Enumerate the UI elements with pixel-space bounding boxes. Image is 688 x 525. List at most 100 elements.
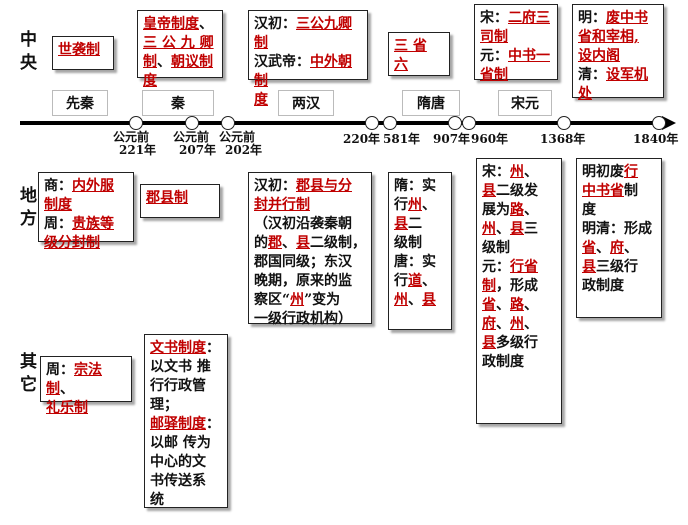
local-songyuan-g: 路 <box>510 202 524 218</box>
local-suitang-k: 、 <box>422 273 436 289</box>
local-qin-box: 郡县制 <box>140 184 220 218</box>
central-songyuan-a: 宋： <box>480 10 508 26</box>
local-suitang-h: 唐：实 <box>394 254 436 270</box>
local-mingqing-k: 县 <box>582 259 596 275</box>
central-songyuan-f: 省制 <box>480 67 508 83</box>
central-han-a: 汉初： <box>254 16 296 32</box>
other-qin-i: 中心的文 <box>150 454 206 470</box>
central-qin-c: 三 公 九 卿 <box>143 35 214 51</box>
local-suitang-box: 隋：实 行州、 县二 级制 唐：实 行道、 州、县 <box>388 172 452 330</box>
local-preqin-d: 周： <box>44 216 72 232</box>
local-han-i: 二级制， <box>310 235 366 251</box>
central-qin-box: 皇帝制度、 三 公 九 卿 制、朝议制 度 <box>137 10 223 89</box>
local-songyuan-m: 级制 <box>482 240 510 256</box>
central-han-c: 汉武帝： <box>254 54 310 70</box>
central-qin-e: 、 <box>157 54 171 70</box>
local-han-m: 州 <box>290 292 305 308</box>
local-mingqing-f: 明清：形成 <box>582 221 652 237</box>
local-han-h: 县 <box>296 235 310 251</box>
local-songyuan-q: ，形成 <box>496 278 538 294</box>
tick-1368: 1368年 <box>540 133 585 146</box>
other-preqin-d: 礼乐制 <box>46 400 88 416</box>
tick-1840: 1840年 <box>633 133 678 146</box>
local-suitang-j: 道 <box>408 273 422 289</box>
central-qin-d: 制 <box>143 54 157 70</box>
local-preqin-box: 商：内外服 制度 周：贵族等 级分封制 <box>38 172 134 251</box>
timeline-node-1840 <box>652 116 666 130</box>
other-qin-h: 以邮 传为 <box>150 435 211 451</box>
local-songyuan-x: 州 <box>510 316 524 332</box>
timeline-node-907 <box>448 116 462 130</box>
local-songyuan-y: 、 <box>524 316 538 332</box>
other-preqin-c: 、 <box>60 381 74 397</box>
central-preqin-text: 世袭制 <box>58 42 100 58</box>
local-suitang-g: 级制 <box>394 235 422 251</box>
tick-960: 960年 <box>471 133 508 146</box>
tick-221bc: 公元前 221年 <box>113 131 156 157</box>
label-local: 地方 <box>16 186 36 232</box>
local-han-box: 汉初：郡县与分 封并行制 （汉初沿袭秦朝 的郡、县二级制， 郡国同级；东汉 晚期… <box>248 172 372 327</box>
central-mingqing-a: 明： <box>578 10 606 26</box>
local-suitang-l: 州 <box>394 292 408 308</box>
local-mingqing-j: 、 <box>624 240 638 256</box>
local-preqin-c: 制度 <box>44 197 72 213</box>
local-han-f: 郡 <box>268 235 282 251</box>
local-songyuan-d: 县 <box>482 183 496 199</box>
timeline-node-221bc <box>129 116 143 130</box>
tick-220: 220年 <box>343 133 380 146</box>
local-mingqing-d: 制 <box>624 183 638 199</box>
local-suitang-e: 县 <box>394 216 408 232</box>
tick-907-l1: 907年 <box>433 132 471 146</box>
local-preqin-f: 级分封制 <box>44 235 100 251</box>
other-qin-g: ： <box>206 416 220 432</box>
other-qin-c: 以文书 推 <box>150 359 211 375</box>
local-songyuan-r: 省 <box>482 297 496 313</box>
other-preqin-a: 周： <box>46 362 74 378</box>
central-han-b: 三公九卿制 <box>254 16 352 51</box>
other-qin-k: 统 <box>150 492 164 508</box>
local-songyuan-t: 路 <box>510 297 524 313</box>
local-mingqing-b: 行 <box>624 164 638 180</box>
era-xianqin: 先秦 <box>52 90 108 116</box>
local-suitang-n: 县 <box>422 292 436 308</box>
local-han-l: 察区“ <box>254 292 291 308</box>
local-songyuan-w: 、 <box>496 316 510 332</box>
central-han-d: 中外朝制 <box>254 54 352 89</box>
other-qin-d: 行行政管 <box>150 378 206 394</box>
local-songyuan-o: 行省 <box>510 259 538 275</box>
local-han-o: 一级行政机构） <box>254 311 352 327</box>
local-mingqing-e: 度 <box>582 202 596 218</box>
tick-207bc-l1: 公元前 <box>173 130 210 144</box>
central-suitang-box: 三 省 六 部制 <box>388 32 450 76</box>
local-songyuan-h: 、 <box>524 202 538 218</box>
tick-581-l1: 581年 <box>383 132 421 146</box>
central-songyuan-b: 二府三 <box>508 10 550 26</box>
tick-207bc: 公元前 207年 <box>173 131 216 157</box>
local-han-j: 郡国同级；东汉 <box>254 254 352 270</box>
timeline-axis <box>20 121 665 125</box>
era-lianghan: 两汉 <box>278 90 334 116</box>
central-mingqing-d: 设内阁 <box>578 48 620 64</box>
tick-221bc-l2: 221年 <box>119 143 157 157</box>
local-han-k: 晚期，原来的监 <box>254 273 352 289</box>
local-songyuan-zb: 政制度 <box>482 354 524 370</box>
timeline-node-960 <box>462 116 476 130</box>
central-songyuan-e: 中书一 <box>508 48 550 64</box>
tick-960-l1: 960年 <box>471 132 509 146</box>
local-songyuan-b: 州 <box>510 164 524 180</box>
central-qin-a: 皇帝制度 <box>143 16 199 32</box>
local-songyuan-box: 宋：州、 县二级发 展为路、 州、县三 级制 元：行省 制，形成 省、路、 府、… <box>476 158 562 424</box>
local-songyuan-n: 元： <box>482 259 510 275</box>
tick-1368-l1: 1368年 <box>540 132 586 146</box>
local-songyuan-j: 、 <box>496 221 510 237</box>
other-qin-a: 文书制度 <box>150 340 206 356</box>
local-songyuan-z: 县 <box>482 335 496 351</box>
local-mingqing-g: 省 <box>582 240 596 256</box>
local-suitang-i: 行 <box>394 273 408 289</box>
local-qin-text: 郡县制 <box>146 190 188 206</box>
tick-207bc-l2: 207年 <box>179 143 217 157</box>
local-songyuan-c: 、 <box>524 164 538 180</box>
central-mingqing-box: 明：废中书 省和宰相, 设内阁 清：设军机 处 <box>572 4 664 102</box>
local-suitang-a: 隋：实 <box>394 178 436 194</box>
local-songyuan-l: 三 <box>524 221 538 237</box>
